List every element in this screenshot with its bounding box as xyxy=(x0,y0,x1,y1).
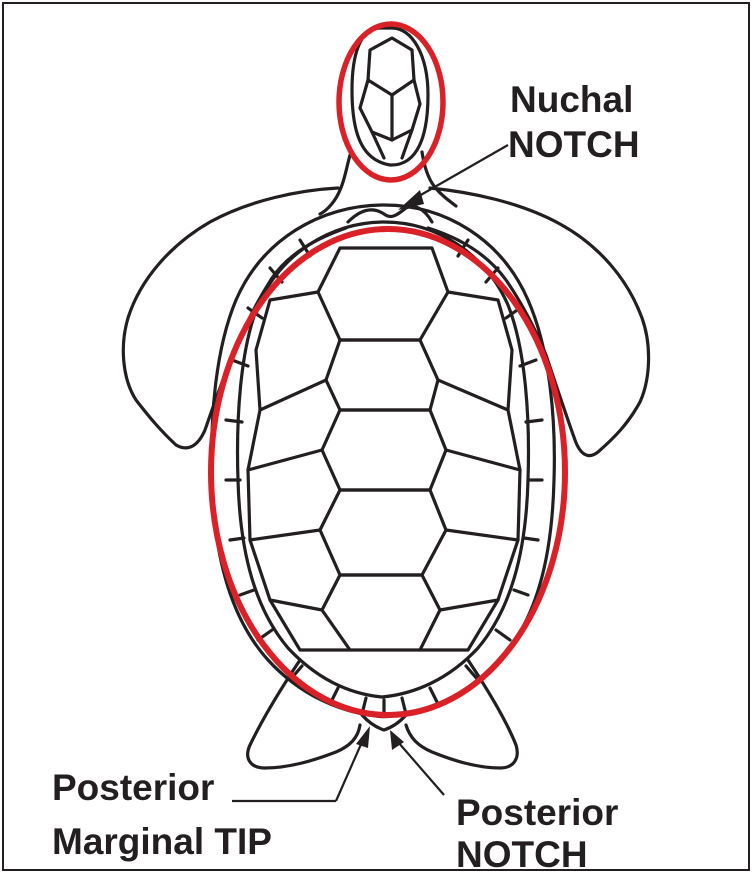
right-hind-flipper xyxy=(406,660,517,768)
right-front-flipper xyxy=(428,188,649,456)
posterior-marginal-tip-label-line1: Posterior xyxy=(52,768,214,808)
neck-left xyxy=(320,155,350,214)
nuchal-notch-label-line2: NOTCH xyxy=(508,125,640,165)
nuchal-arrowhead xyxy=(398,190,424,210)
left-front-flipper xyxy=(123,188,346,448)
posterior-notch-label-line1: Posterior xyxy=(456,793,618,833)
left-hind-flipper xyxy=(248,660,360,768)
posterior-marginal-tip-label-line2: Marginal TIP xyxy=(52,822,272,862)
nuchal-notch-label-line1: Nuchal xyxy=(510,80,633,120)
posterior-notch-leader-line xyxy=(398,742,444,795)
posterior-notch-label-line2: NOTCH xyxy=(456,835,588,875)
carapace-highlight-ellipse xyxy=(211,229,565,715)
